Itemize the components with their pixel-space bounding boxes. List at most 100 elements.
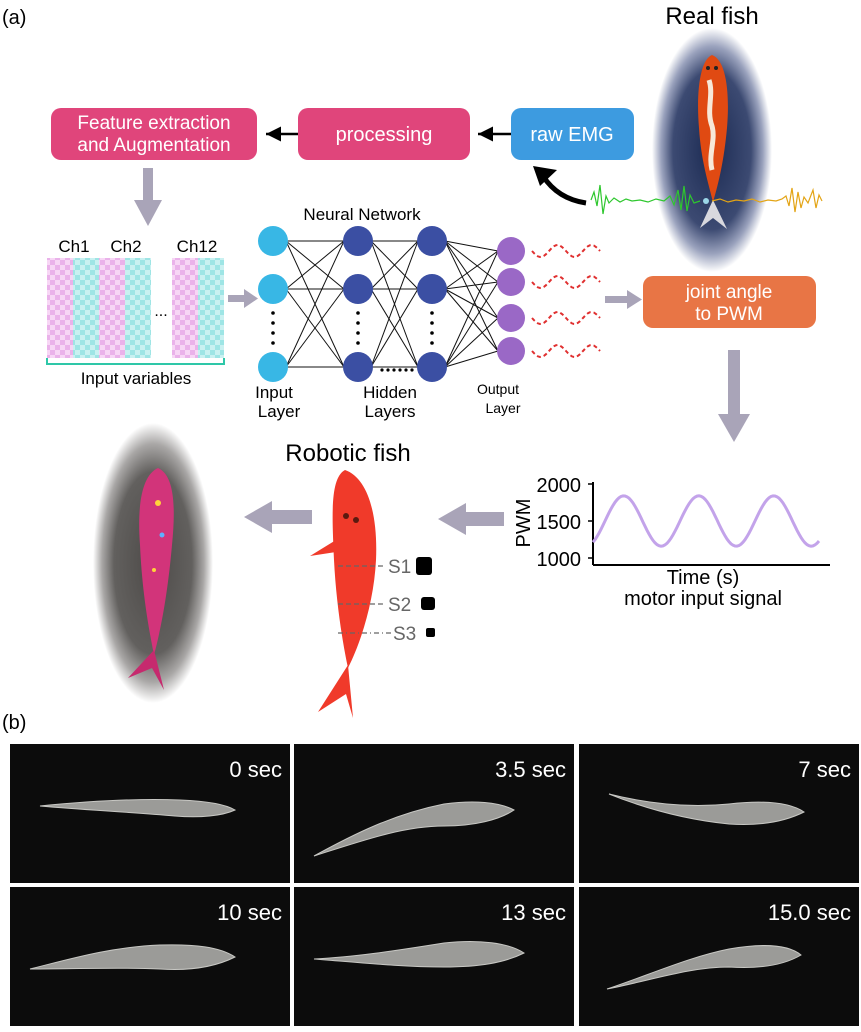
feature-extraction-box — [51, 108, 257, 160]
output-waves — [531, 243, 601, 359]
input-layer-label-line2: Layer — [258, 402, 301, 421]
nn-connection — [444, 240, 499, 319]
input-variables-grid — [47, 258, 224, 358]
frame-time-label: 15.0 sec — [768, 900, 851, 925]
frame-time-label: 0 sec — [229, 757, 282, 782]
frame-time-label: 10 sec — [217, 900, 282, 925]
nn-dot — [271, 311, 275, 315]
raw-emg-label: raw EMG — [530, 124, 613, 146]
channels-ellipsis: ... — [154, 303, 167, 320]
hidden-layers-label-line1: Hidden — [363, 383, 417, 402]
output-wave-3 — [531, 310, 601, 326]
nn-title: Neural Network — [303, 205, 421, 224]
pwm-ytick-2000: 2000 — [537, 475, 582, 497]
video-frame-2: 3.5 sec — [294, 744, 574, 883]
servo-label-s1: S1 — [388, 557, 411, 578]
pwm-plot — [588, 482, 830, 566]
video-frame-5: 13 sec — [294, 887, 574, 1026]
processing-label: processing — [336, 124, 433, 146]
pwm-ytick-1000: 1000 — [537, 549, 582, 571]
servo-s3-icon — [426, 628, 435, 637]
nn-dot — [356, 311, 360, 315]
nn-dot — [271, 321, 275, 325]
robotic-fish-photo — [128, 468, 174, 690]
nn-connection — [370, 288, 419, 368]
nn-dot — [356, 331, 360, 335]
nn-dot — [386, 368, 390, 372]
pwm-caption: motor input signal — [624, 588, 782, 610]
nn-dot — [271, 331, 275, 335]
video-frame-3: 7 sec — [579, 744, 859, 883]
output-wave-1 — [531, 243, 601, 259]
pwm-ytick-1500: 1500 — [537, 512, 582, 534]
feature-down-arrow — [134, 168, 162, 226]
nn-connection — [444, 240, 499, 283]
video-frames: 0 sec 3.5 sec 7 sec 10 sec 13 sec 15.0 sec — [10, 744, 859, 1026]
nn-dot — [356, 321, 360, 325]
channel-label-ch2: Ch2 — [110, 237, 141, 256]
feature-extraction-label-line1: Feature extraction — [77, 113, 230, 134]
real-fish-icon — [698, 55, 728, 229]
output-node-3 — [497, 304, 525, 332]
nn-connection — [444, 281, 499, 368]
video-frame-1: 0 sec — [10, 744, 290, 883]
plot-to-robot-arrow — [438, 503, 504, 535]
hidden-node-b-1 — [417, 226, 447, 256]
nn-connection — [444, 240, 499, 252]
nn-connection — [285, 240, 345, 290]
nn-dot — [430, 331, 434, 335]
nn-connection — [285, 288, 345, 368]
output-node-4 — [497, 337, 525, 365]
channel-label-ch12: Ch12 — [177, 237, 218, 256]
output-node-1 — [497, 237, 525, 265]
servo-label-s3: S3 — [393, 624, 416, 645]
emg-to-raw-arrow — [540, 174, 587, 206]
frame-time-label: 7 sec — [798, 757, 851, 782]
nn-connection — [444, 288, 499, 352]
input-node-3 — [258, 352, 288, 382]
processing-box — [298, 108, 470, 160]
output-wave-2 — [531, 274, 601, 290]
feature-extraction-label-line2: and Augmentation — [77, 135, 230, 156]
frame-time-label: 3.5 sec — [495, 757, 566, 782]
hidden-node-b-3 — [417, 352, 447, 382]
input-node-1 — [258, 226, 288, 256]
channel-label-ch1: Ch1 — [58, 237, 89, 256]
nn-dot — [380, 368, 384, 372]
joint-down-arrow — [718, 350, 750, 442]
emg-electrode — [703, 198, 709, 204]
output-node-2 — [497, 268, 525, 296]
hidden-node-a-3 — [343, 352, 373, 382]
nn-dot — [392, 368, 396, 372]
input-node-2 — [258, 274, 288, 304]
nn-dot — [430, 321, 434, 325]
nn-connection — [370, 240, 419, 290]
output-wave-4 — [531, 343, 601, 359]
raw-emg-box — [511, 108, 634, 160]
nn-dot — [430, 311, 434, 315]
nn-connection — [370, 240, 419, 368]
robot-to-photo-arrow — [244, 501, 312, 533]
servo-label-s2: S2 — [388, 595, 411, 616]
panel-b-label: (b) — [2, 712, 26, 734]
nn-dot — [404, 368, 408, 372]
frame-time-label: 13 sec — [501, 900, 566, 925]
grid-to-nn-arrow — [228, 289, 258, 308]
emg-trace-yellow — [711, 187, 823, 213]
frame-fish — [313, 801, 515, 857]
hidden-node-b-2 — [417, 274, 447, 304]
nn-dot — [271, 341, 275, 345]
nn-connection — [444, 350, 499, 368]
waves-to-joint-arrow — [605, 290, 642, 309]
input-variables-label: Input variables — [81, 369, 192, 388]
nn-connection — [285, 240, 345, 368]
nn-connection — [444, 240, 499, 352]
pwm-ylabel: PWM — [513, 499, 535, 548]
joint-angle-label-line1: joint angle — [685, 282, 773, 303]
nn-dot — [356, 341, 360, 345]
hidden-node-a-2 — [343, 274, 373, 304]
pwm-sine-curve — [591, 494, 821, 548]
nn-connection — [444, 317, 499, 368]
frame-fish — [606, 945, 802, 990]
